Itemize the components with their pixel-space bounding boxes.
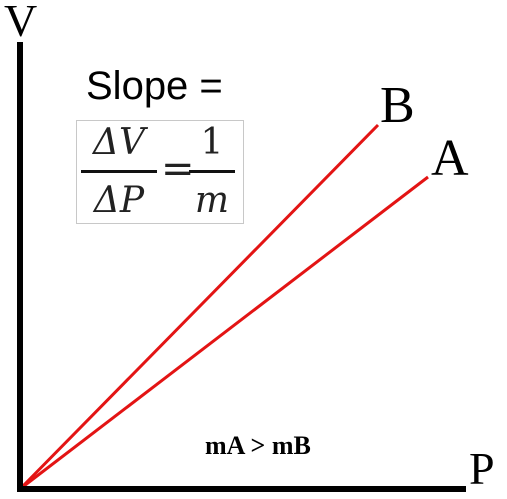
slope-title: Slope = <box>86 64 223 108</box>
fraction-bar-left <box>81 170 157 173</box>
line-b-label: B <box>380 77 415 134</box>
x-axis-label: P <box>469 443 495 494</box>
slope-formula: ΔV ΔP = 1 m <box>76 120 244 224</box>
formula-rhs-numerator: 1 <box>200 122 224 163</box>
formula-rhs-denominator: m <box>194 180 230 221</box>
fraction-bar-right <box>189 170 235 173</box>
mass-comparison-note: mA > mB <box>205 431 311 460</box>
line-a <box>19 175 429 491</box>
formula-equals: = <box>161 146 195 192</box>
y-axis-label: V <box>4 0 38 46</box>
formula-denominator: ΔP <box>93 180 145 221</box>
line-b <box>18 123 380 491</box>
line-a-label: A <box>431 130 469 187</box>
formula-numerator: ΔV <box>93 122 145 163</box>
